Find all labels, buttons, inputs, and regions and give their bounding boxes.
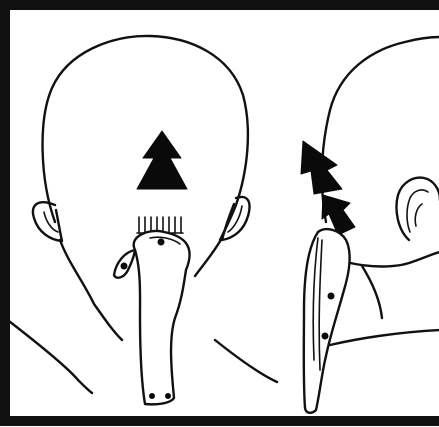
clipper-screw-bottom-left — [150, 394, 155, 399]
clipper-pivot-dot — [121, 263, 127, 269]
side-clipper-screw-2 — [322, 333, 328, 339]
clipper-screw-bottom-right — [166, 394, 171, 399]
frame — [5, 5, 439, 421]
clipper-screw-top — [158, 239, 164, 245]
side-clipper-screw — [328, 293, 334, 299]
